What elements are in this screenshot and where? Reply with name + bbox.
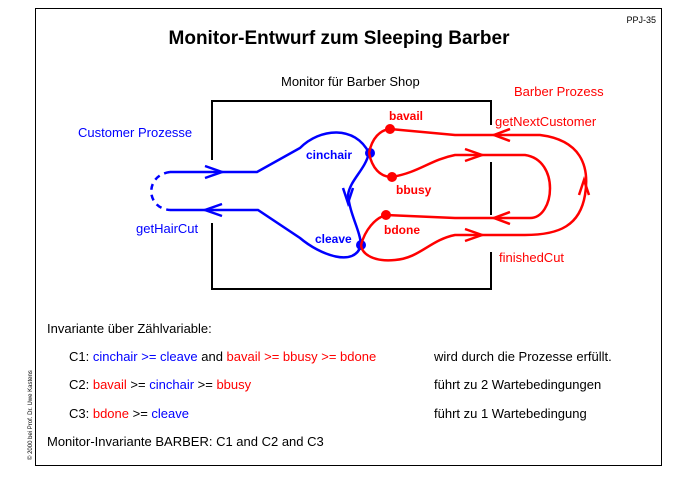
- arrow-right-icon: [204, 164, 226, 180]
- slide-title: Monitor-Entwurf zum Sleeping Barber: [168, 28, 510, 49]
- slide-code: PPJ-35: [626, 15, 656, 25]
- c1-note: wird durch die Prozesse erfüllt.: [434, 349, 612, 364]
- bavail-dot: [385, 124, 395, 134]
- barber-label: Barber Prozess: [514, 84, 604, 99]
- c2-op: >=: [126, 377, 150, 392]
- cinchair-label: cinchair: [306, 148, 353, 162]
- arrow-right-icon: [464, 227, 486, 243]
- monitor-label: Monitor für Barber Shop: [281, 74, 420, 89]
- c1-line: C1: cinchair >= cleave and bavail >= bbu…: [69, 349, 376, 364]
- c1-barber: bavail >= bbusy >= bdone: [226, 349, 377, 364]
- c1-customer: cinchair >= cleave: [92, 349, 198, 364]
- monitor-box: [211, 100, 492, 290]
- monitor-invariant: Monitor-Invariante BARBER: C1 and C2 and…: [47, 434, 324, 449]
- c2-cinchair: cinchair: [149, 377, 195, 392]
- c3-line: C3: bdone >= cleave: [69, 406, 189, 421]
- c1-label: C1:: [69, 349, 93, 364]
- arrow-left-icon: [201, 202, 223, 218]
- getnextcustomer-label: getNextCustomer: [495, 114, 597, 129]
- c3-label: C3:: [69, 406, 93, 421]
- c3-cleave: cleave: [151, 406, 189, 421]
- arrow-left-icon: [490, 210, 511, 226]
- bdone-label: bdone: [384, 223, 420, 237]
- bdone-dot: [381, 210, 391, 220]
- customer-label: Customer Prozesse: [78, 125, 193, 140]
- invariant-heading: Invariante über Zählvariable:: [47, 321, 212, 336]
- c2-label: C2:: [69, 377, 93, 392]
- c3-op: >=: [129, 406, 152, 421]
- c2-line: C2: bavail >= cinchair >= bbusy: [69, 377, 251, 392]
- c2-bavail: bavail: [92, 377, 127, 392]
- c3-note: führt zu 1 Wartebedingung: [434, 406, 587, 421]
- slide-frame: [35, 8, 662, 466]
- bavail-label: bavail: [389, 109, 424, 123]
- c2-bbusy: bbusy: [216, 377, 252, 392]
- finishedcut-label: finishedCut: [499, 250, 565, 265]
- c3-bdone: bdone: [92, 406, 129, 421]
- c2-op: >=: [194, 377, 217, 392]
- c2-note: führt zu 2 Wartebedingungen: [434, 377, 602, 392]
- bbusy-label: bbusy: [396, 183, 432, 197]
- arrow-down-icon: [341, 187, 355, 207]
- arrow-right-icon: [464, 147, 486, 163]
- arrow-left-icon: [490, 127, 511, 143]
- c1-and: and: [197, 349, 227, 364]
- gethaircut-label: getHairCut: [136, 221, 199, 236]
- cleave-label: cleave: [315, 232, 352, 246]
- arrow-up-icon: [577, 176, 591, 196]
- barber-paths: [359, 124, 591, 262]
- bbusy-dot: [387, 172, 397, 182]
